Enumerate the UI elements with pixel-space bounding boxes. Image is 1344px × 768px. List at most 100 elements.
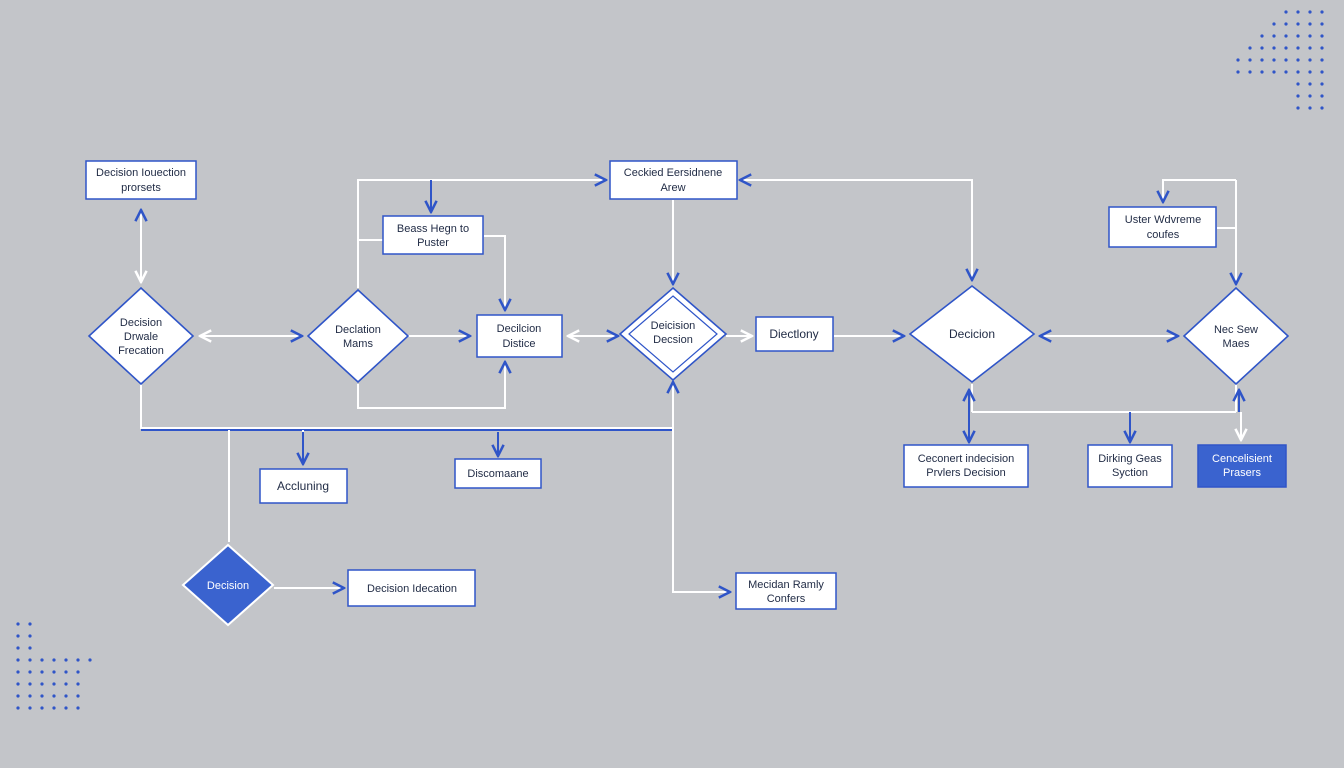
node-label: Mams — [343, 338, 373, 350]
decorative-dot — [16, 670, 20, 674]
decorative-dot — [28, 682, 32, 686]
node-label: Decision — [207, 580, 249, 592]
node-label: Decilcion — [497, 323, 542, 335]
decorative-dot — [1296, 46, 1300, 50]
decorative-dot — [28, 670, 32, 674]
decorative-dot — [28, 694, 32, 698]
decorative-dot — [1308, 106, 1312, 110]
decorative-dot — [28, 622, 32, 626]
box-ceconert-indecision: Ceconert indecision Prvlers Decision — [903, 444, 1029, 488]
node-label: Dirking Geas — [1098, 453, 1162, 465]
node-label: Declation — [335, 324, 381, 336]
decorative-dot — [1320, 10, 1324, 14]
decorative-dot — [1320, 46, 1324, 50]
decorative-dots-bottom-left — [16, 622, 92, 710]
box-dirking-geas: Dirking Geas Syction — [1087, 444, 1173, 488]
node-label: Prasers — [1223, 467, 1261, 479]
decorative-dot — [76, 658, 80, 662]
connector-arrow — [357, 362, 505, 409]
decorative-dot — [76, 682, 80, 686]
decorative-dot — [64, 694, 68, 698]
diamond-decision-drwale: Decision Drwale Frecation — [87, 286, 195, 386]
node-label: Decision Idecation — [367, 583, 457, 595]
decorative-dot — [28, 706, 32, 710]
diamond-deicision-decsion: Deicision Decsion — [618, 286, 728, 382]
decorative-dot — [76, 670, 80, 674]
node-label: Arew — [660, 182, 685, 194]
decorative-dot — [52, 694, 56, 698]
decorative-dot — [40, 694, 44, 698]
decorative-dot — [1272, 34, 1276, 38]
decorative-dot — [88, 658, 92, 662]
diamond-nec-sew: Nec Sew Maes — [1182, 286, 1290, 386]
node-label: Ceconert indecision — [918, 453, 1015, 465]
box-cencelisient-prasers: Cencelisient Prasers — [1197, 444, 1287, 488]
node-label: Diectlony — [769, 327, 818, 341]
decorative-dot — [1284, 22, 1288, 26]
decorative-dot — [40, 682, 44, 686]
decorative-dot — [64, 670, 68, 674]
decorative-dot — [1236, 70, 1240, 74]
box-decision-idecation: Decision Idecation — [347, 569, 476, 607]
decorative-dot — [1308, 70, 1312, 74]
decorative-dot — [1320, 106, 1324, 110]
decorative-dot — [28, 658, 32, 662]
decorative-dot — [1236, 58, 1240, 62]
connectors — [141, 180, 1241, 592]
node-label: Decision Iouection — [96, 167, 186, 179]
node-label: Discomaane — [467, 468, 528, 480]
node-label: coufes — [1147, 229, 1180, 241]
connector-arrow — [1163, 179, 1236, 202]
decorative-dot — [40, 706, 44, 710]
decorative-dot — [1296, 22, 1300, 26]
decorative-dot — [52, 682, 56, 686]
decorative-dot — [28, 634, 32, 638]
node-label: Decision — [120, 317, 162, 329]
decorative-dot — [76, 694, 80, 698]
decorative-dot — [1296, 10, 1300, 14]
decorative-dot — [1260, 70, 1264, 74]
decorative-dot — [16, 646, 20, 650]
node-label: Distice — [502, 338, 535, 350]
box-discomaane: Discomaane — [454, 458, 542, 489]
decorative-dot — [16, 622, 20, 626]
decorative-dot — [64, 706, 68, 710]
decorative-dot — [1260, 58, 1264, 62]
decorative-dot — [16, 706, 20, 710]
decorative-dot — [1248, 58, 1252, 62]
decorative-dot — [1320, 22, 1324, 26]
node-label: Prvlers Decision — [926, 467, 1005, 479]
decorative-dot — [16, 682, 20, 686]
box-decision-iouection: Decision Iouection prorsets — [85, 160, 197, 200]
decorative-dot — [1320, 58, 1324, 62]
decorative-dot — [1320, 34, 1324, 38]
decorative-dots-top-right — [1236, 10, 1324, 110]
decorative-dot — [1296, 94, 1300, 98]
box-accluning: Accluning — [259, 468, 348, 504]
node-label: Nec Sew — [1214, 324, 1258, 336]
node-label: Deicision — [651, 320, 696, 332]
box-uster-wdvreme: Uster Wdvreme coufes — [1108, 206, 1217, 248]
node-label: Confers — [767, 593, 806, 605]
decorative-dot — [1284, 34, 1288, 38]
connector-arrow — [484, 235, 505, 310]
decorative-dot — [1284, 46, 1288, 50]
decorative-dot — [16, 658, 20, 662]
decorative-dot — [1260, 46, 1264, 50]
decorative-dot — [1308, 10, 1312, 14]
node-label: prorsets — [121, 182, 161, 194]
connector-arrow — [740, 180, 972, 280]
decorative-dot — [52, 670, 56, 674]
decorative-dot — [52, 706, 56, 710]
decorative-dot — [1248, 70, 1252, 74]
decorative-dot — [64, 658, 68, 662]
decorative-dot — [1296, 106, 1300, 110]
node-label: Accluning — [277, 479, 329, 493]
connector-line — [140, 384, 673, 429]
decorative-dot — [1272, 22, 1276, 26]
decorative-dot — [40, 670, 44, 674]
box-mecidan-ramly: Mecidan Ramly Confers — [735, 572, 837, 610]
node-label: Puster — [417, 237, 449, 249]
decorative-dot — [1320, 70, 1324, 74]
